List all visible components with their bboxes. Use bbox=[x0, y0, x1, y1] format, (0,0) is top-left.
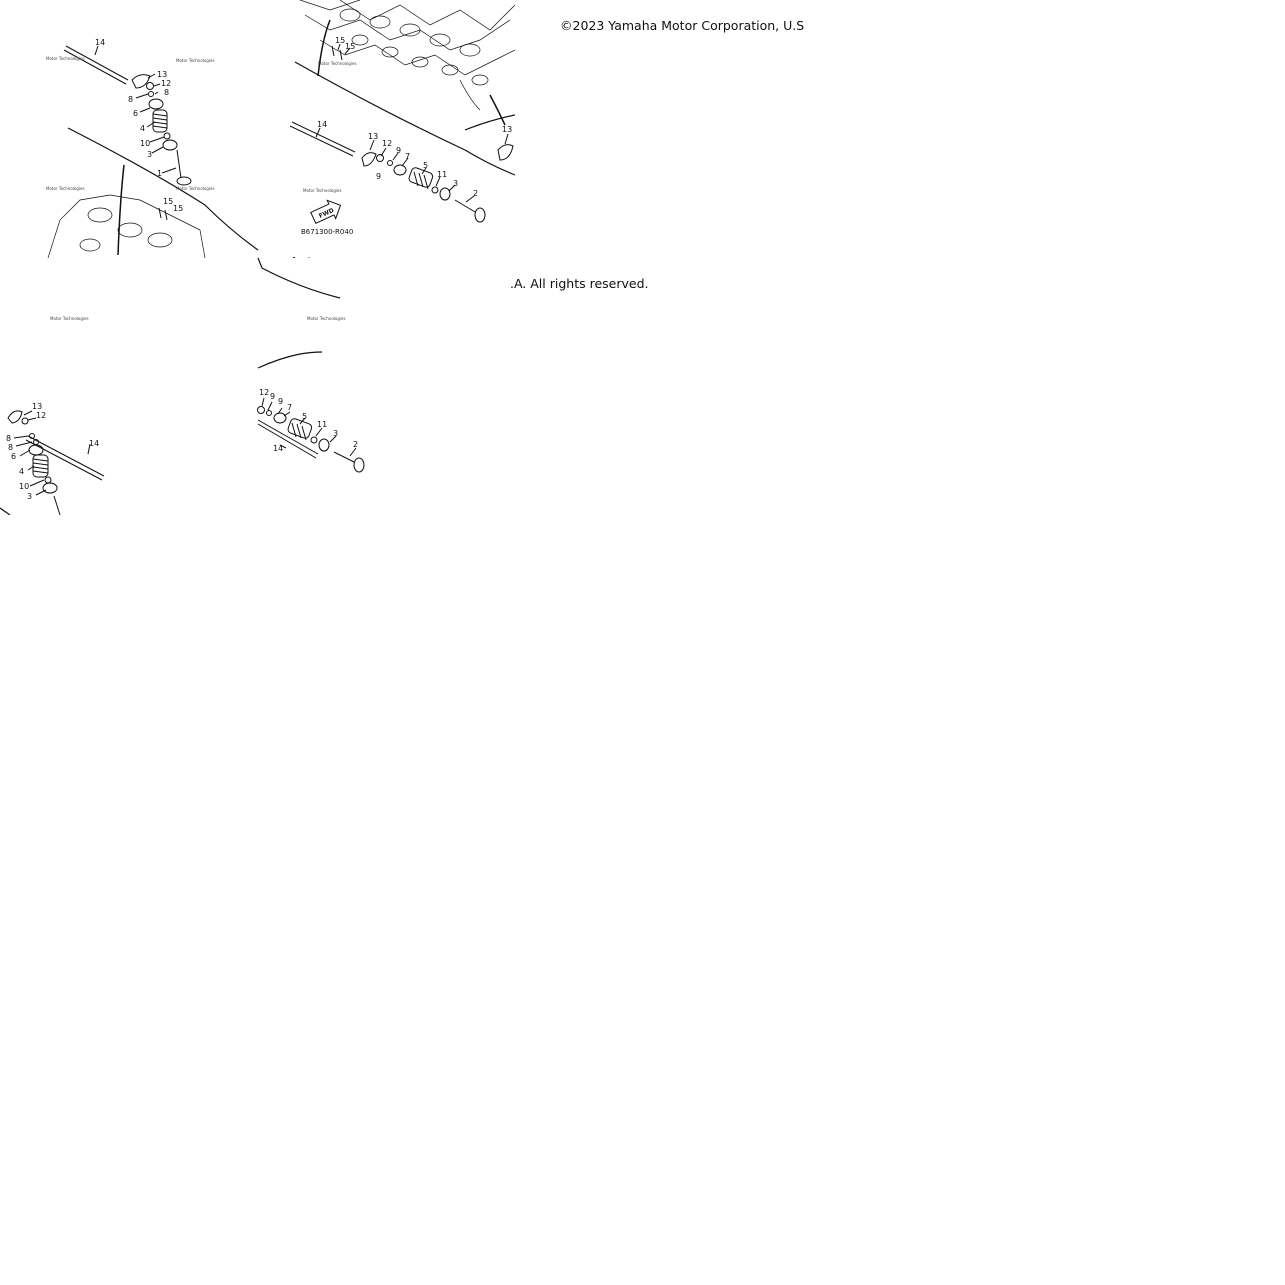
watermark: Motor Technologies bbox=[303, 188, 342, 193]
watermark: Motor Technologies bbox=[176, 58, 215, 63]
part-number-8: 8 bbox=[6, 434, 11, 443]
part-number-10: 10 bbox=[140, 139, 150, 148]
cylinder-head-drawing-left bbox=[47, 164, 206, 258]
valve-spring-right-2 bbox=[287, 418, 313, 441]
part-number-15: 15 bbox=[173, 204, 183, 213]
part-number-7: 7 bbox=[287, 403, 292, 412]
part-number-6: 6 bbox=[133, 109, 138, 118]
copyright-line-a: ©2023 Yamaha Motor Corporation, U.S bbox=[560, 18, 805, 33]
part-number-8: 8 bbox=[164, 88, 169, 97]
part-number-2: 2 bbox=[473, 189, 478, 198]
watermark: Motor Technologies bbox=[176, 186, 215, 191]
part-number-11: 11 bbox=[317, 420, 327, 429]
valve-diagram-top: FWD Motor Technologies Motor Technologie… bbox=[46, 0, 515, 258]
part-number-14: 14 bbox=[89, 439, 99, 448]
fwd-arrow-icon: FWD bbox=[310, 199, 342, 225]
part-number-9: 9 bbox=[278, 397, 283, 406]
part-number-9: 9 bbox=[376, 172, 381, 181]
diagram-tile-bottom: Motor Technologies Motor Technologies 13… bbox=[0, 258, 515, 515]
part-number-14: 14 bbox=[95, 38, 105, 47]
part-number-9: 9 bbox=[396, 146, 401, 155]
part-number-12: 12 bbox=[36, 411, 46, 420]
copyright-line-b: .A. All rights reserved. bbox=[510, 276, 649, 291]
watermark: Motor Technologies bbox=[318, 61, 357, 66]
part-number-15: 15 bbox=[335, 36, 345, 45]
part-number-14: 14 bbox=[317, 120, 327, 129]
part-number-3: 3 bbox=[27, 492, 32, 501]
part-number-14: 14 bbox=[273, 444, 283, 453]
part-number-9: 9 bbox=[270, 392, 275, 401]
diagram-tile-top: FWD Motor Technologies Motor Technologie… bbox=[0, 0, 515, 258]
part-number-11: 11 bbox=[437, 170, 447, 179]
part-number-6: 6 bbox=[11, 452, 16, 461]
part-number-1: 1 bbox=[292, 256, 297, 258]
part-number-5: 5 bbox=[302, 412, 307, 421]
watermark: Motor Technologies bbox=[46, 56, 85, 61]
part-number-12: 12 bbox=[382, 139, 392, 148]
part-number-13: 13 bbox=[32, 402, 42, 411]
part-number-8: 8 bbox=[8, 443, 13, 452]
part-number-13: 13 bbox=[502, 125, 512, 134]
diagram-code: B671300-R040 bbox=[301, 228, 353, 236]
part-number-1: 1 bbox=[157, 169, 162, 178]
valve-spring-left bbox=[152, 109, 168, 133]
part-number-12: 12 bbox=[161, 79, 171, 88]
watermark: Motor Technologies bbox=[46, 186, 85, 191]
valve-spring-left-2 bbox=[32, 454, 49, 478]
part-number-3: 3 bbox=[453, 179, 458, 188]
part-number-12: 12 bbox=[259, 388, 269, 397]
part-number-3: 3 bbox=[333, 429, 338, 438]
valve-diagram-bottom: Motor Technologies Motor Technologies 13… bbox=[0, 258, 365, 515]
valve-spring-right bbox=[408, 167, 434, 190]
part-number-10: 10 bbox=[19, 482, 29, 491]
part-number-13: 13 bbox=[157, 70, 167, 79]
cylinder-head-drawing bbox=[299, 0, 515, 126]
watermark: Motor Technologies bbox=[307, 316, 346, 321]
part-number-5: 5 bbox=[423, 161, 428, 170]
part-number-2: 2 bbox=[353, 440, 358, 449]
part-number-15: 15 bbox=[345, 42, 355, 51]
part-number-15: 15 bbox=[163, 197, 173, 206]
part-number-4: 4 bbox=[140, 124, 145, 133]
watermark: Motor Technologies bbox=[50, 316, 89, 321]
part-number-3: 3 bbox=[147, 150, 152, 159]
part-number-4: 4 bbox=[19, 467, 24, 476]
part-number-8: 8 bbox=[128, 95, 133, 104]
part-number-13: 13 bbox=[368, 132, 378, 141]
part-number-7: 7 bbox=[405, 152, 410, 161]
